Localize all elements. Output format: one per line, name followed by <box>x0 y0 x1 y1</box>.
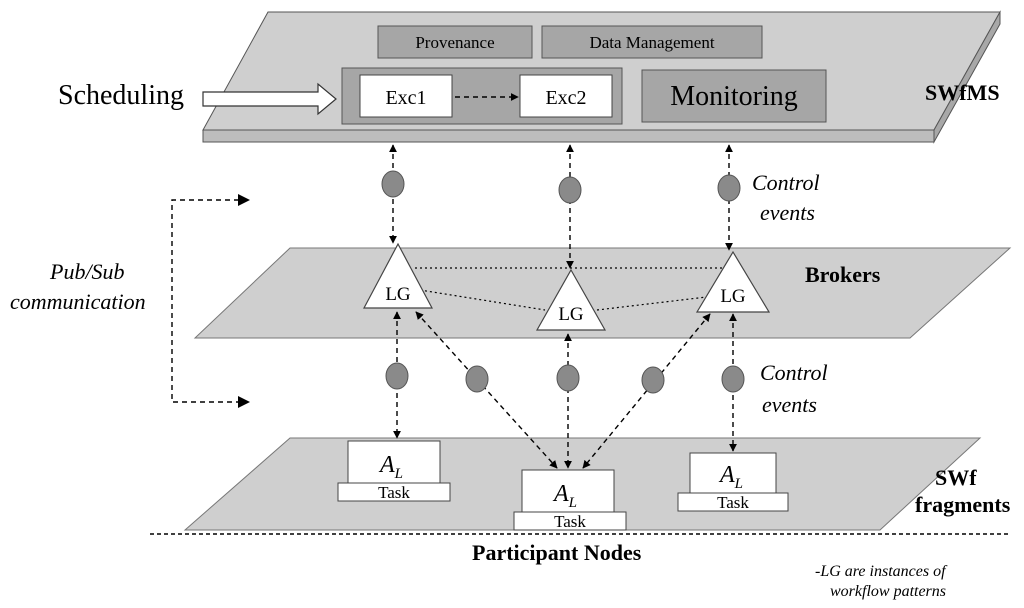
event-dot <box>381 170 405 198</box>
pubsub-label-line1: Pub/Sub <box>49 259 125 284</box>
event-dot <box>717 174 741 202</box>
al-main-right: A <box>718 462 735 488</box>
lg-label-left: LG <box>385 284 411 305</box>
al-label-right: AL <box>718 462 743 492</box>
participant-nodes-label: Participant Nodes <box>472 540 642 565</box>
lg-link-left-center <box>419 289 546 311</box>
brokers-title: Brokers <box>805 262 881 287</box>
monitoring-box <box>641 69 827 123</box>
event-dot <box>721 365 745 393</box>
fragments-title-line2: fragments <box>915 492 1011 517</box>
scheduling-label: Scheduling <box>58 80 184 111</box>
al-main-left: A <box>378 452 395 478</box>
event-dot <box>556 364 580 392</box>
fragments-layer: SWf fragments AL Task AL Task AL Task <box>183 437 1011 531</box>
task-box-center <box>513 511 627 531</box>
lg-triangle-left <box>363 242 433 309</box>
al-box-center <box>521 469 615 513</box>
monitoring-label: Monitoring <box>670 81 798 112</box>
al-label-left: AL <box>378 452 403 482</box>
event-dot <box>641 366 665 394</box>
exc1-box <box>359 74 453 118</box>
event-dot <box>385 362 409 390</box>
exc2-box <box>519 74 613 118</box>
participant-node-left: AL Task <box>337 440 451 502</box>
control-events-bottom-line1: Control <box>760 360 828 385</box>
control-events-top-line2: events <box>760 200 815 225</box>
al-sub-right: L <box>734 476 743 492</box>
control-arrow-bottom-diag-left <box>415 311 558 469</box>
al-label-center: AL <box>552 481 577 511</box>
pubsub-bracket <box>171 194 250 408</box>
swfms-layer: Provenance Data Management Scheduling Ex… <box>58 10 1001 144</box>
al-sub-left: L <box>394 466 403 482</box>
provenance-box <box>377 25 533 59</box>
fragments-title-line1: SWf <box>935 465 977 490</box>
data-management-label: Data Management <box>589 33 714 52</box>
task-box-right <box>677 492 789 512</box>
provenance-label: Provenance <box>415 33 494 52</box>
lg-label-center: LG <box>558 304 584 325</box>
event-dot <box>465 365 489 393</box>
swfms-plane-front <box>202 129 935 143</box>
al-sub-center: L <box>568 495 577 511</box>
task-label-right: Task <box>717 493 749 512</box>
task-label-center: Task <box>554 512 586 531</box>
footnote-line2: workflow patterns <box>830 583 946 600</box>
swfms-title: SWfMS <box>925 80 1000 105</box>
control-events-bottom-line2: events <box>762 392 817 417</box>
lg-triangle-right <box>695 250 771 313</box>
control-arrows-top <box>381 144 741 269</box>
lg-label-right: LG <box>720 286 746 307</box>
exc1-label: Exc1 <box>385 87 426 109</box>
swfms-plane-side <box>933 10 1001 144</box>
control-arrows-bottom <box>385 311 745 469</box>
event-dot <box>558 176 582 204</box>
pubsub-label-line2: communication <box>10 289 146 314</box>
control-events-top-line1: Control <box>752 170 820 195</box>
participant-node-center: AL Task <box>513 469 627 531</box>
al-main-center: A <box>552 481 569 507</box>
pubsub-arrowhead-top <box>238 194 250 206</box>
pubsub-bracket-line <box>171 199 248 403</box>
participant-node-right: AL Task <box>677 452 789 512</box>
exc2-label: Exc2 <box>545 87 586 109</box>
footnote-line1: -LG are instances of <box>815 563 948 580</box>
data-management-box <box>541 25 763 59</box>
pubsub-arrowhead-bottom <box>238 396 250 408</box>
brokers-layer: Brokers LG LG LG <box>193 242 1012 339</box>
scheduling-arrow <box>202 82 337 116</box>
task-box-left <box>337 482 451 502</box>
task-label-left: Task <box>378 483 410 502</box>
